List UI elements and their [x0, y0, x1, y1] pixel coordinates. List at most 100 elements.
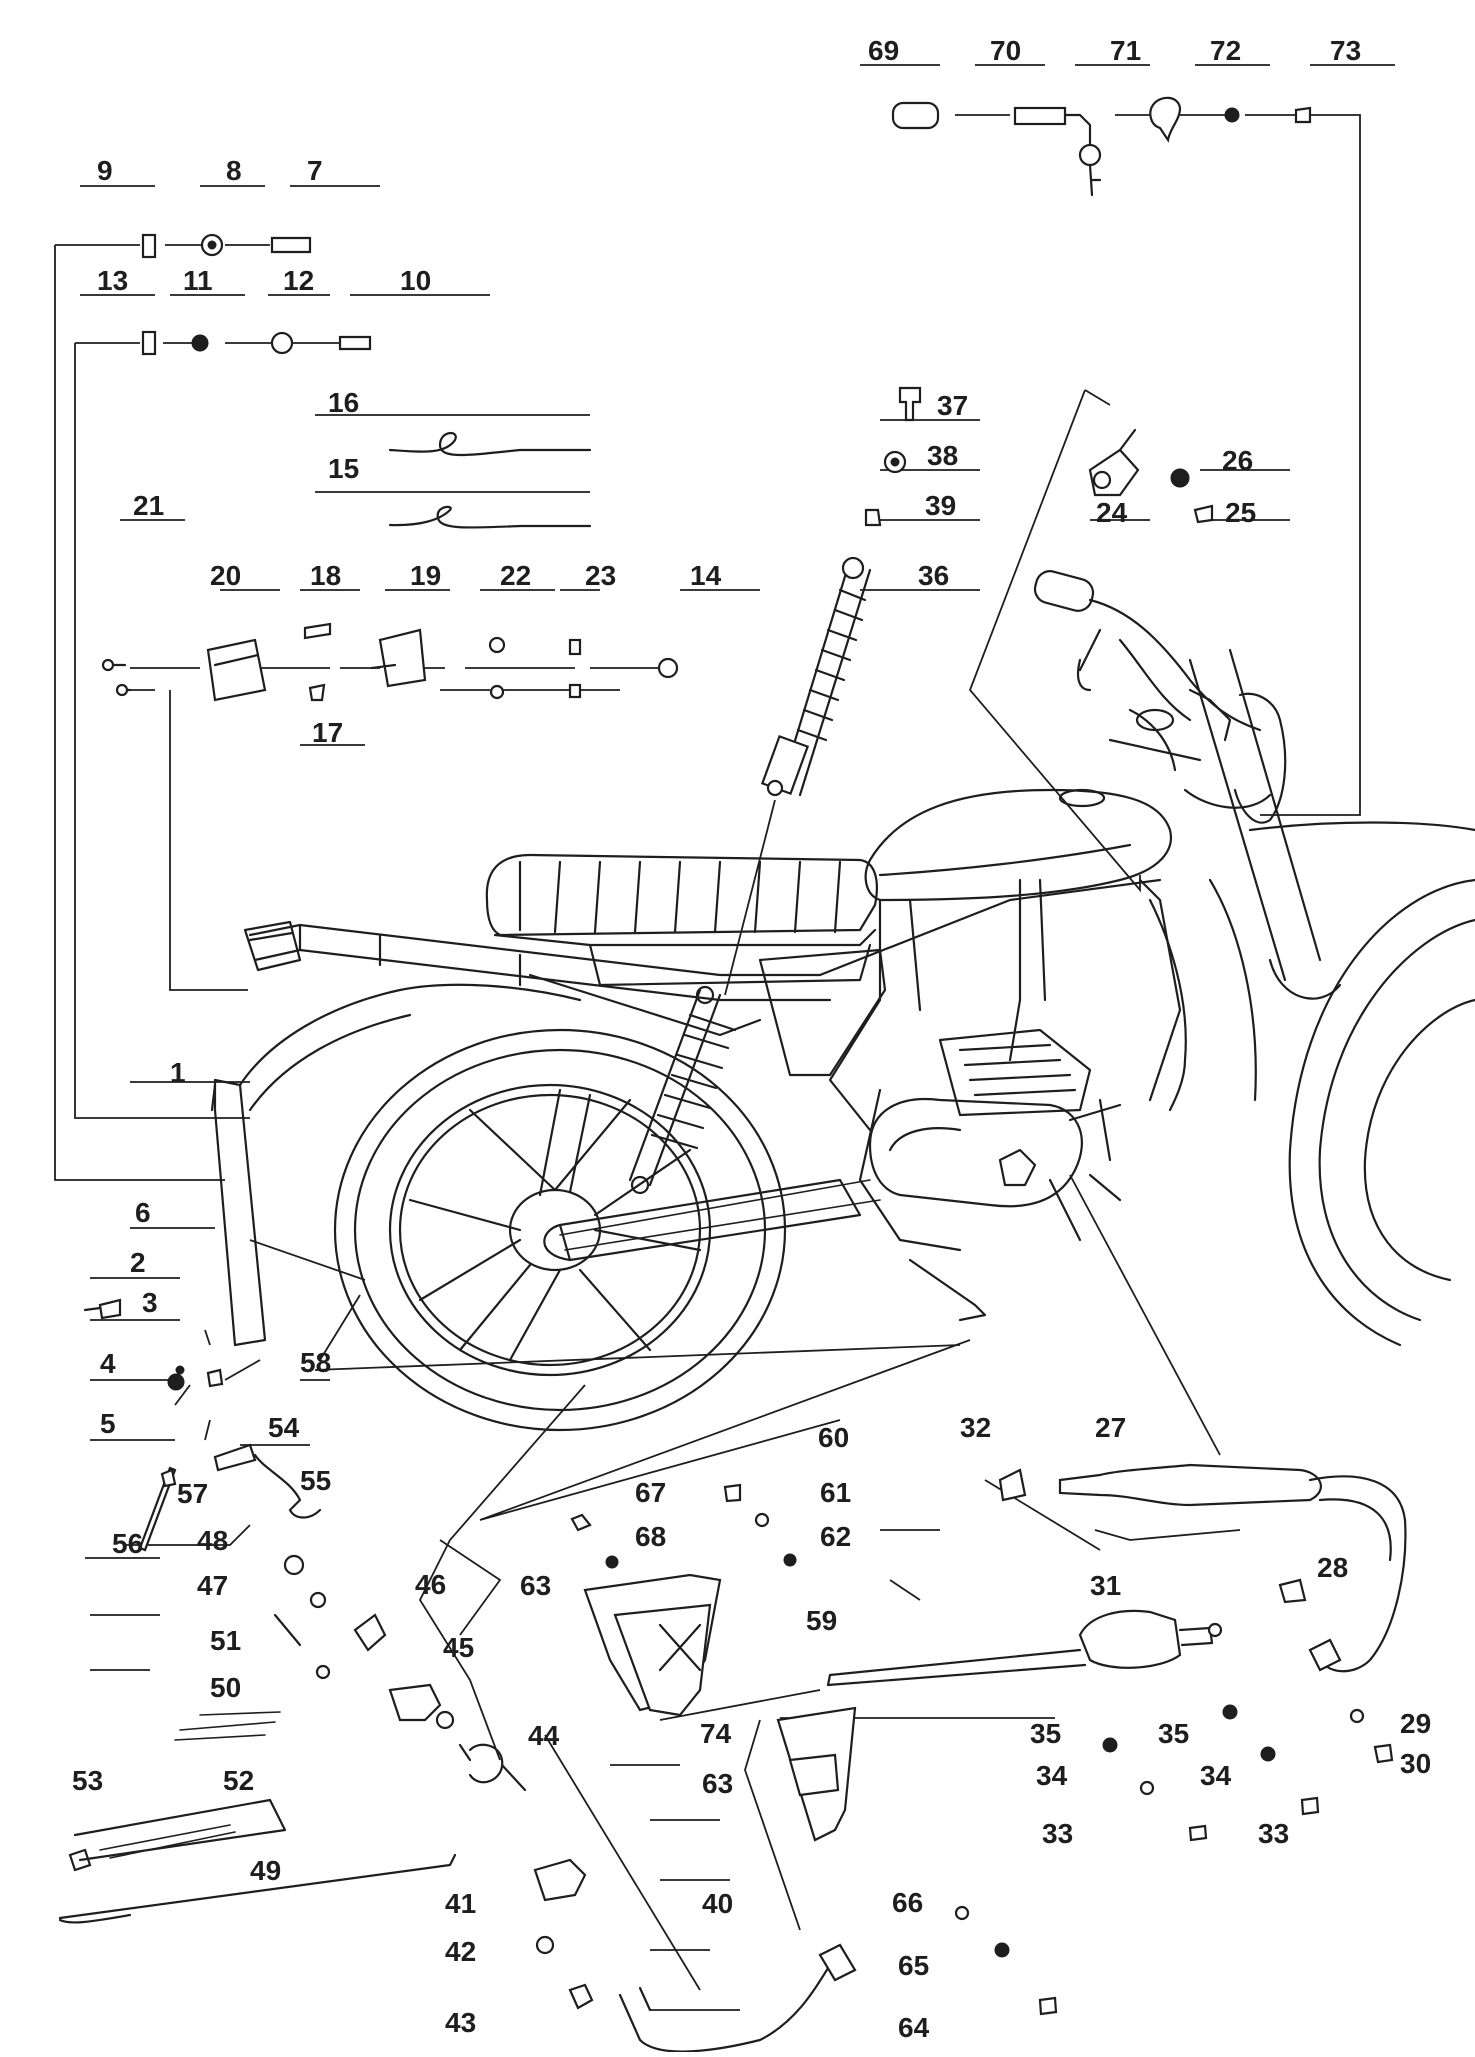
part-label-16: 16 [328, 387, 359, 418]
part-40 [533, 1858, 587, 1902]
fuel-tank-drawing [864, 788, 1172, 902]
side-panel-parts [570, 1483, 1058, 2016]
part-label-31: 31 [1090, 1570, 1121, 1601]
part-45 [388, 1683, 442, 1722]
part-46 [353, 1613, 387, 1652]
part-label-40: 40 [702, 1888, 733, 1919]
part-label-55: 55 [300, 1465, 331, 1496]
part-label-54: 54 [268, 1412, 300, 1443]
part-label-46: 46 [415, 1569, 446, 1600]
part-label-33b: 33 [1258, 1818, 1289, 1849]
part-label-22: 22 [500, 560, 531, 591]
part-label-10: 10 [400, 265, 431, 296]
part-label-3: 3 [142, 1287, 158, 1318]
part-label-59: 59 [806, 1605, 837, 1636]
switch-parts-24-26 [1088, 428, 1214, 524]
part-label-68: 68 [635, 1521, 666, 1552]
part-67-knob [570, 1513, 592, 1532]
part-12-washer [270, 331, 294, 355]
taillight-assembly-parts [101, 622, 679, 702]
part-label-13: 13 [97, 265, 128, 296]
part-number-labels: 1 2 3 4 5 6 7 8 9 10 11 12 13 14 15 16 1… [72, 35, 1431, 2043]
part-label-28: 28 [1317, 1552, 1348, 1583]
part-label-24: 24 [1096, 497, 1128, 528]
linkage-parts [58, 1298, 857, 2053]
part-label-67: 67 [635, 1477, 666, 1508]
taillight-on-bike [243, 920, 302, 972]
seat-drawing [485, 853, 878, 987]
part-label-9: 9 [97, 155, 113, 186]
part-label-7: 7 [307, 155, 323, 186]
part-label-63a: 63 [520, 1570, 551, 1601]
shock-absorber-parts [760, 386, 922, 797]
part-label-23: 23 [585, 560, 616, 591]
part-72 [1224, 107, 1240, 123]
chain-drawing [559, 1179, 881, 1251]
part-label-5: 5 [100, 1408, 116, 1439]
part-label-35a: 35 [1030, 1718, 1061, 1749]
part-label-2: 2 [130, 1247, 146, 1278]
part-label-60: 60 [818, 1422, 849, 1453]
part-71 [1149, 96, 1182, 143]
part-label-72: 72 [1210, 35, 1241, 66]
part-label-71: 71 [1110, 35, 1141, 66]
part-label-57: 57 [177, 1478, 208, 1509]
part-label-52: 52 [223, 1765, 254, 1796]
part-label-27: 27 [1095, 1412, 1126, 1443]
part-label-39: 39 [925, 490, 956, 521]
part-label-56: 56 [112, 1528, 143, 1559]
part-label-49: 49 [250, 1855, 281, 1886]
part-label-6: 6 [135, 1197, 151, 1228]
part-label-43: 43 [445, 2007, 476, 2038]
part-label-12: 12 [283, 265, 314, 296]
leader-lines [54, 64, 1395, 2011]
part-label-11: 11 [183, 265, 213, 296]
part-70 [1013, 106, 1067, 126]
part-9-nut [141, 233, 157, 259]
part-label-48: 48 [197, 1525, 228, 1556]
part-label-73: 73 [1330, 35, 1361, 66]
part-label-42: 42 [445, 1936, 476, 1967]
part-label-45: 45 [443, 1632, 474, 1663]
part-label-20: 20 [210, 560, 241, 591]
part-label-63b: 63 [702, 1768, 733, 1799]
part-label-64: 64 [898, 2012, 930, 2043]
front-fork-drawing [1148, 648, 1342, 1112]
swingarm-drawing [543, 1178, 862, 1262]
part-label-30: 30 [1400, 1748, 1431, 1779]
part-label-26: 26 [1222, 445, 1253, 476]
part-label-29: 29 [1400, 1708, 1431, 1739]
handlebar-drawing [1033, 570, 1287, 824]
part-label-69: 69 [868, 35, 899, 66]
part-28 [1278, 1578, 1307, 1604]
part-7-bolt [270, 236, 312, 254]
part-15-cable [388, 505, 592, 529]
part-label-4: 4 [100, 1348, 116, 1379]
part-label-34a: 34 [1036, 1760, 1068, 1791]
part-label-37: 37 [937, 390, 968, 421]
part-label-36: 36 [918, 560, 949, 591]
exhaust-parts [826, 1463, 1407, 1842]
part-label-62: 62 [820, 1521, 851, 1552]
part-31 [1078, 1609, 1182, 1669]
part-label-44: 44 [528, 1720, 560, 1751]
part-label-1: 1 [170, 1057, 186, 1088]
part-label-33a: 33 [1042, 1818, 1073, 1849]
part-label-66: 66 [892, 1887, 923, 1918]
part-30 [1373, 1743, 1394, 1764]
part-label-74: 74 [700, 1718, 732, 1749]
small-parts [58, 96, 1407, 2053]
part-label-65: 65 [898, 1950, 929, 1981]
part-label-32: 32 [960, 1412, 991, 1443]
part-54 [213, 1443, 257, 1472]
rear-shock-on-bike [628, 985, 737, 1195]
part-label-18: 18 [310, 560, 341, 591]
part-label-21: 21 [133, 490, 164, 521]
part-16-cable [388, 432, 592, 457]
part-label-53: 53 [72, 1765, 103, 1796]
rear-fender-drawing [210, 983, 582, 1347]
part-label-50: 50 [210, 1672, 241, 1703]
part-74-emblem [788, 1753, 840, 1797]
part-label-25: 25 [1225, 497, 1256, 528]
